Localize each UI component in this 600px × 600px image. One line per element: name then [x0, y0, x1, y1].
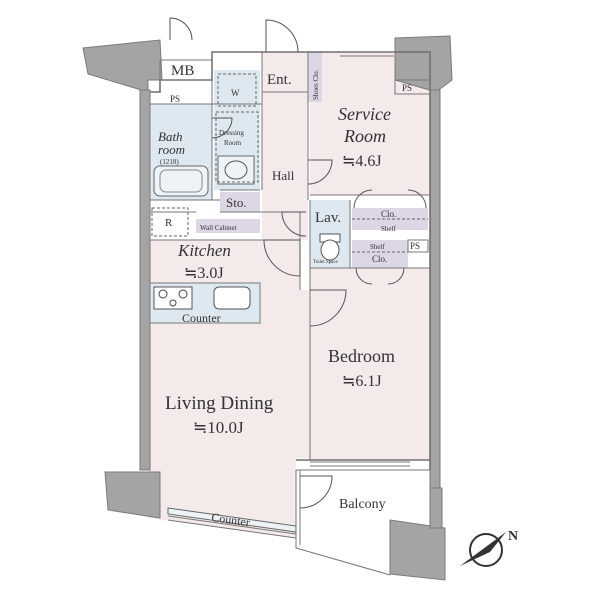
kitchen-label: Kitchen [177, 241, 231, 260]
wall-cabinet-label: Wall Cabinet [200, 224, 237, 232]
compass-circle [469, 533, 503, 567]
bedroom-clo-fill [352, 240, 408, 268]
fridge-label: R [165, 217, 173, 229]
bath-door [211, 117, 233, 139]
walls [82, 35, 453, 581]
service-room-label-2: Room [343, 126, 386, 146]
entrance-floor [262, 52, 308, 92]
stove [153, 286, 193, 310]
service-room-size: ≒4.6J [342, 153, 382, 170]
bedroom-clo-door-1 [355, 267, 373, 285]
mb-label: MB [171, 63, 194, 79]
hall-floor [262, 92, 308, 240]
service-clo-door-2 [407, 189, 427, 209]
wall-top-right [394, 35, 453, 93]
wall-balcony-right [429, 487, 443, 529]
shoes-clo-label: Shoes Clo. [312, 69, 320, 100]
bedroom-clo-door-2 [387, 267, 405, 285]
wash-basin [217, 155, 255, 185]
clo-upper-label: Clo. [381, 209, 396, 219]
shoes-clo-fill [308, 52, 322, 102]
wall-bottom-right [389, 519, 446, 581]
kitchen-sink [213, 286, 251, 310]
bedroom-floor [310, 268, 430, 460]
washer-label: W [231, 88, 240, 98]
living-dining-size: ≒10.0J [193, 418, 244, 437]
compass-arrow-icon [460, 532, 506, 566]
wall-right [429, 89, 441, 491]
balcony-door [299, 475, 333, 509]
balcony-label: Balcony [339, 497, 386, 512]
kitchen-door [263, 239, 301, 277]
lav-label: Lav. [315, 210, 341, 226]
lav-door [281, 211, 307, 237]
sto-floor [220, 192, 260, 212]
kitchen-size: ≒3.0J [184, 265, 224, 282]
fixtures [151, 59, 431, 533]
window-counter [167, 507, 297, 533]
ps-label-left: PS [170, 94, 180, 104]
bedroom-door [309, 289, 347, 327]
balcony-outline [295, 470, 391, 576]
compass: N [460, 529, 518, 567]
entrance-door [265, 19, 299, 53]
bedroom-label: Bedroom [328, 346, 395, 366]
wall-bottom-left [104, 471, 161, 519]
ent-label: Ent. [267, 72, 292, 88]
bath-spec: (1218) [160, 158, 179, 166]
service-room-door [307, 159, 333, 185]
labels: MB Ent. Shoes Clo. PS PS PS W Dressing R… [158, 63, 420, 529]
sto-label: Sto. [226, 195, 247, 210]
kitchen-counter-label: Counter [182, 311, 221, 325]
toilet-space-label: Toilet Space [313, 260, 339, 265]
ps-box-top [394, 79, 431, 95]
living-dining-label: Living Dining [165, 393, 274, 414]
bedroom-size: ≒6.1J [342, 373, 382, 390]
mb-box [159, 59, 213, 81]
ps-box-right [407, 239, 429, 253]
fridge-space [151, 207, 189, 237]
ps-label-right: PS [410, 241, 420, 251]
service-clo-door-1 [353, 189, 373, 209]
ps-label-top: PS [402, 83, 412, 93]
wall-top-left [82, 39, 163, 93]
clo-lower-label: Clo. [372, 254, 387, 264]
wall-cabinet-fill [196, 219, 260, 233]
dressing-label-1: Dressing [219, 129, 244, 137]
wall-left [139, 89, 151, 471]
hall-label: Hall [272, 168, 295, 183]
shelf-lower-label: Shelf [370, 243, 385, 251]
dressing-label-2: Room [224, 139, 242, 147]
bathtub [153, 165, 209, 197]
shelf-upper-label: Shelf [381, 225, 396, 233]
compass-north-label: N [508, 529, 518, 544]
doors [169, 17, 427, 509]
bath-label-1: Bath [158, 129, 183, 144]
mb-door [169, 17, 193, 41]
bath-label-2: room [158, 142, 185, 157]
service-room-label-1: Service [338, 104, 391, 124]
window-counter-label: Counter [211, 510, 251, 529]
